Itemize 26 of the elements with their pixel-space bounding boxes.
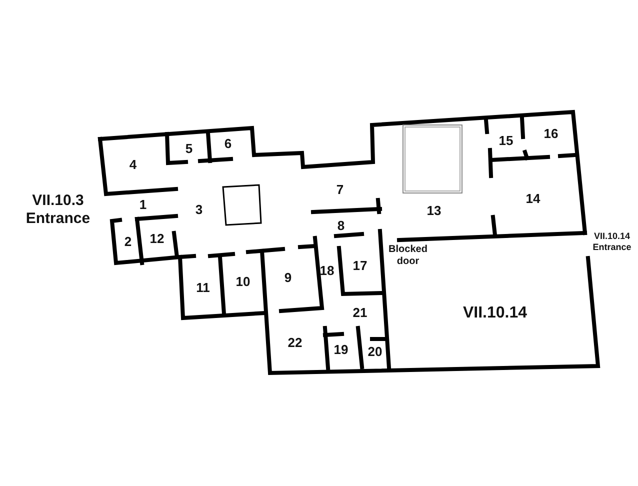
room-number: 21 <box>352 305 368 321</box>
room-number: 8 <box>337 218 345 234</box>
room-number: 16 <box>544 126 558 142</box>
room-number: 5 <box>185 141 193 157</box>
room-number: 3 <box>195 202 203 218</box>
room-number: 15 <box>498 133 514 149</box>
room-number: 6 <box>224 136 232 152</box>
room-number: 2 <box>124 234 132 250</box>
room-number: 11 <box>196 280 210 296</box>
room-number: 9 <box>284 270 292 286</box>
room-number: 4 <box>129 157 137 173</box>
room-number: 22 <box>288 335 302 351</box>
room-number: 18 <box>320 263 334 279</box>
room-number: 12 <box>150 231 164 247</box>
room-number: 14 <box>526 191 540 207</box>
room-number: 7 <box>336 182 344 198</box>
entrance-label: VII.10.14 Entrance <box>592 231 632 253</box>
room-number: 13 <box>426 203 442 219</box>
entrance-label: VII.10.3 Entrance <box>24 192 92 228</box>
room-number: 19 <box>334 342 348 358</box>
room-number: 1 <box>139 197 147 213</box>
door-note: Blocked door <box>388 244 428 268</box>
room-number: 20 <box>368 344 382 360</box>
room-number: 10 <box>236 274 250 290</box>
unit-label: VII.10.14 <box>462 303 528 323</box>
room-number: 17 <box>352 258 368 274</box>
